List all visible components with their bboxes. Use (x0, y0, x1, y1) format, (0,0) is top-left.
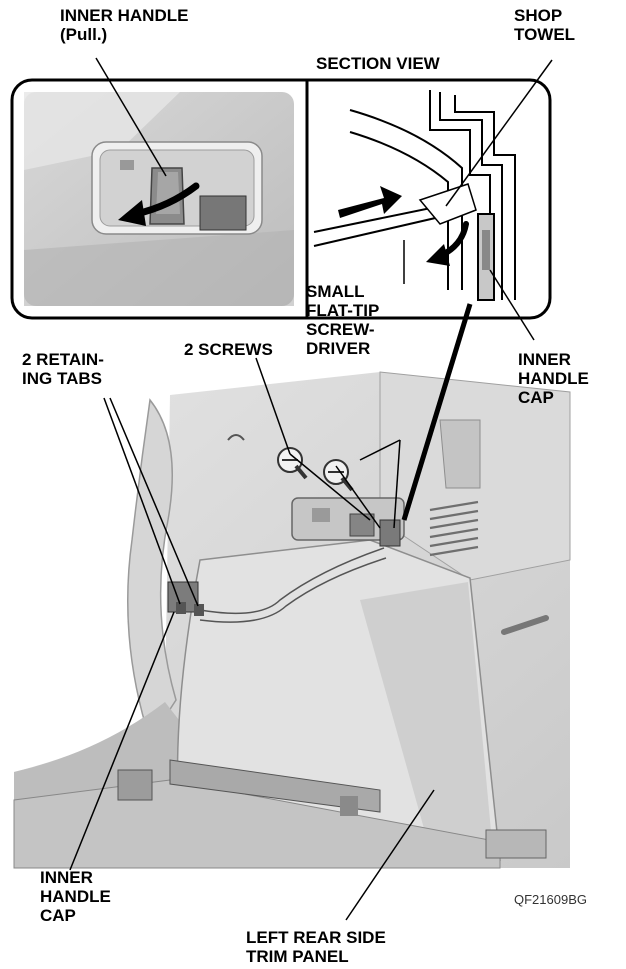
section-pointer-line (401, 303, 473, 521)
trim-panel-label: LEFT REAR SIDE TRIM PANEL (246, 928, 386, 966)
screw-icon (323, 459, 354, 492)
push-arrow-icon (338, 186, 402, 218)
retaining-tabs-label: 2 RETAIN- ING TABS (22, 350, 104, 388)
rear-side-trim-panel-drawing (13, 371, 571, 869)
inner-handle-pull-label: INNER HANDLE (Pull.) (60, 6, 189, 44)
pry-arrow-icon (426, 221, 469, 266)
inner-handle-cap-left-label: INNER HANDLE CAP (40, 868, 111, 925)
inner-handle-cap-right-label: INNER HANDLE CAP (518, 350, 589, 407)
handle-closeup-view (24, 92, 294, 306)
two-screws-label: 2 SCREWS (184, 340, 273, 359)
figure-code: QF21609BG (514, 892, 587, 907)
vent-grille (429, 500, 479, 557)
leader-lines (69, 57, 553, 921)
section-view-drawing (313, 90, 516, 301)
screw-icon (277, 447, 308, 480)
shop-towel-label: SHOP TOWEL (514, 6, 576, 44)
small-screwdriver-label: SMALL FLAT-TIP SCREW- DRIVER (306, 282, 380, 358)
section-view-title: SECTION VIEW (316, 54, 440, 73)
